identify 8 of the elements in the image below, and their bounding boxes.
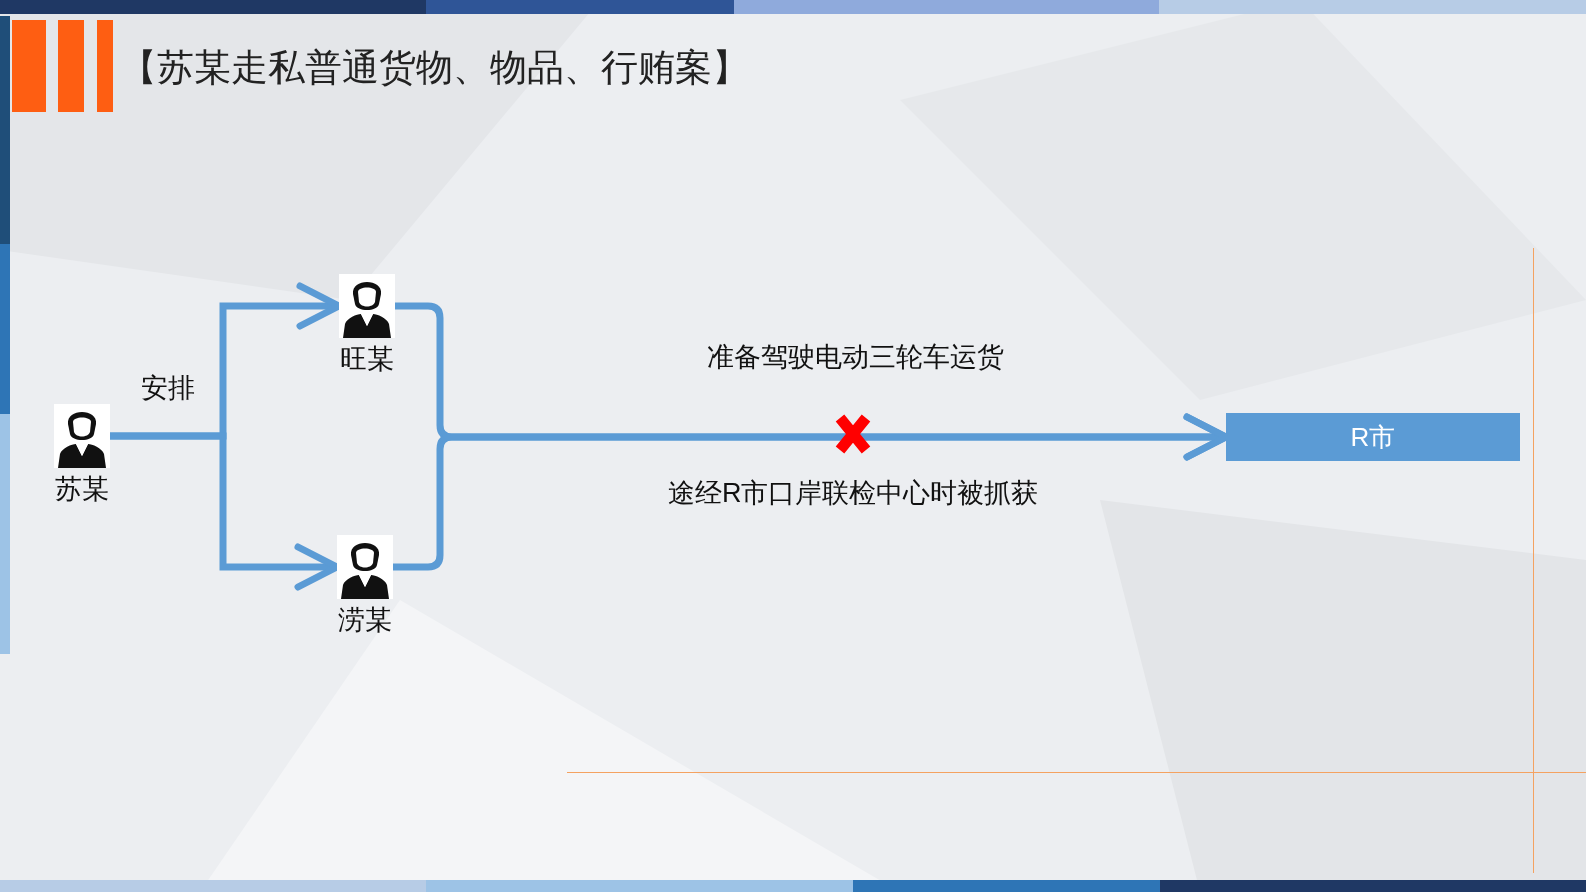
edge-label: 安排: [141, 372, 195, 405]
destination-box: R市: [1226, 413, 1520, 461]
slide-title: 【苏某走私普通货物、物品、行贿案】: [120, 46, 749, 90]
person-name: 涝某: [338, 604, 392, 637]
person-name: 苏某: [55, 473, 109, 506]
edge-label: 准备驾驶电动三轮车运货: [706, 341, 1004, 374]
caption-text: 途经R市口岸联检中心时被抓获: [668, 477, 1039, 510]
person-name: 旺某: [340, 343, 394, 376]
